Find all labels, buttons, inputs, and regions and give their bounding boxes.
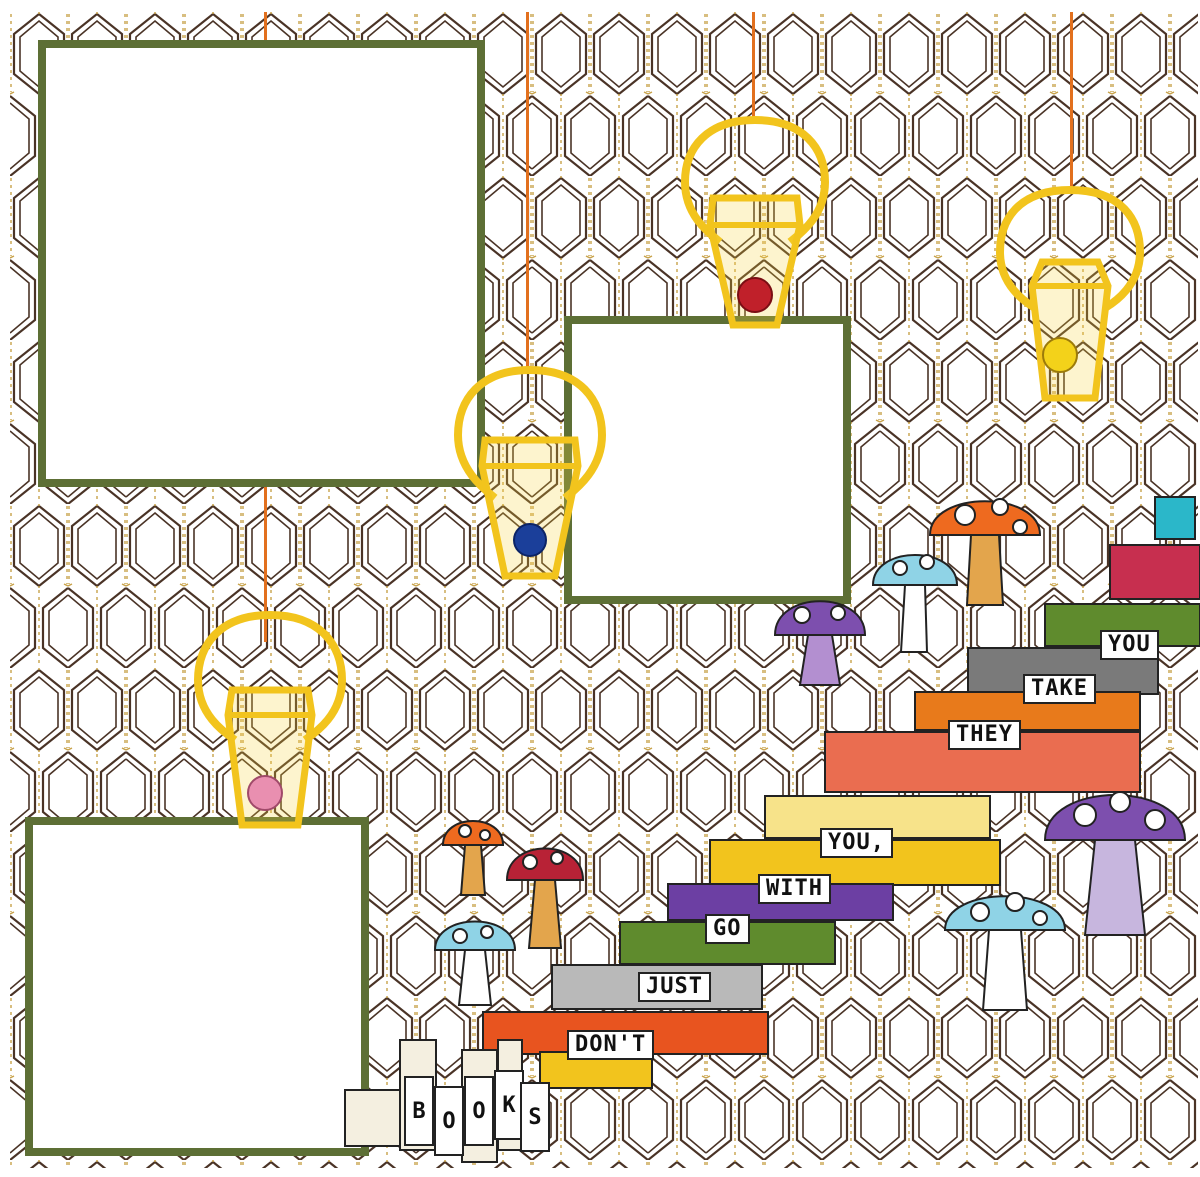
photo-mat xyxy=(33,825,361,1148)
books-letter: O xyxy=(464,1076,494,1146)
books-letter: S xyxy=(520,1082,550,1152)
word-label: GO xyxy=(705,914,750,944)
word-label: THEY xyxy=(948,720,1021,750)
hanging-string xyxy=(752,12,755,120)
word-label: JUST xyxy=(638,972,711,1002)
books-letter: B xyxy=(404,1076,434,1146)
word-label: DON'T xyxy=(567,1030,655,1060)
word-label: TAKE xyxy=(1023,674,1096,704)
photo-mat xyxy=(572,324,843,596)
photo-frame-middle[interactable] xyxy=(564,316,851,604)
word-label: YOU, xyxy=(820,828,893,858)
photo-frame-bottom-left[interactable] xyxy=(25,817,369,1156)
word-label: WITH xyxy=(758,874,831,904)
hanging-string xyxy=(1070,12,1073,190)
photo-mat xyxy=(46,48,477,479)
word-label: YOU xyxy=(1100,630,1159,660)
books-letter: O xyxy=(434,1086,464,1156)
hanging-string xyxy=(526,12,529,367)
photo-frame-large[interactable] xyxy=(38,40,485,487)
